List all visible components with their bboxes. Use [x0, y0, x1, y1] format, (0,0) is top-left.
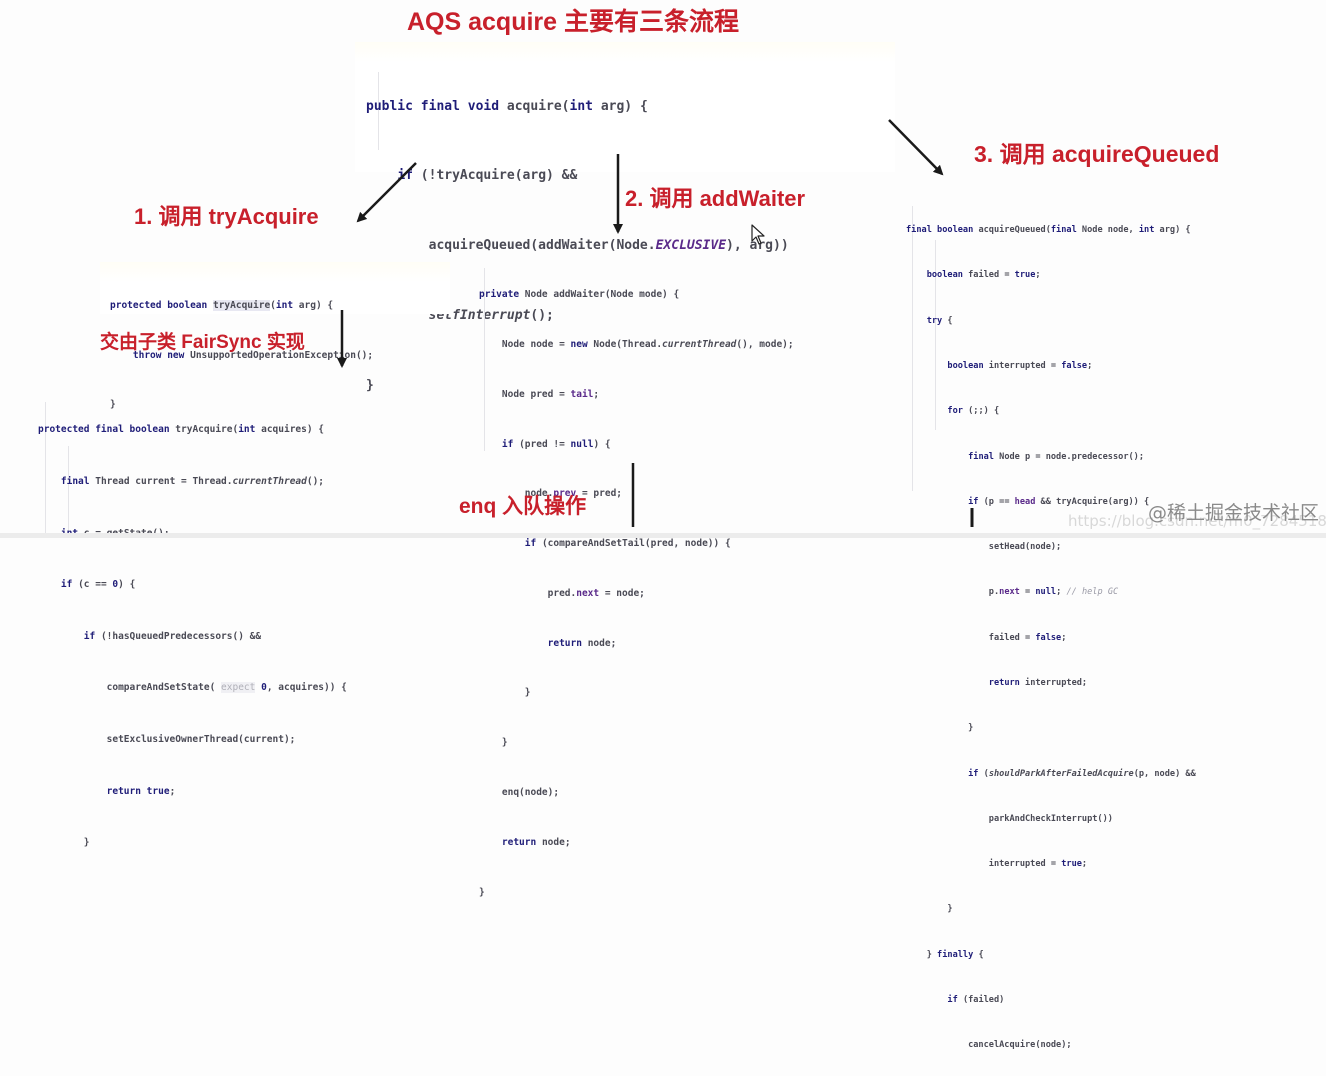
code-line: protected boolean tryAcquire(int arg) {	[110, 300, 334, 311]
code-line: node.prev = pred;	[479, 488, 623, 500]
code-line: Node pred = tail;	[479, 388, 600, 400]
code-line: if (c == 0) {	[60, 579, 136, 591]
code-line: }	[906, 904, 953, 915]
code-line: setExclusiveOwnerThread(current);	[38, 734, 296, 746]
code-line: acquireQueued(addWaiter(Node.EXCLUSIVE),…	[366, 238, 789, 254]
slide-title: AQS acquire 主要有三条流程	[407, 8, 739, 36]
code-line: if (pred != null) {	[501, 438, 611, 450]
code-line: }	[479, 886, 485, 898]
step2-sub-label: enq 入队操作	[459, 495, 587, 518]
flow-arrows	[337, 119, 974, 527]
code-line: enq(node);	[479, 787, 560, 798]
code-line: }	[479, 687, 531, 699]
acquire-code-box	[355, 42, 895, 172]
code-line: return node;	[501, 836, 571, 848]
acquire-code: public final void acquire(int arg) { if …	[366, 48, 789, 421]
code-line: protected final boolean tryAcquire(int a…	[38, 424, 325, 436]
step3-label: 3. 调用 acquireQueued	[974, 141, 1220, 167]
code-line: } finally {	[906, 949, 984, 960]
code-line: if (compareAndSetTail(pred, node)) {	[524, 538, 731, 550]
code-line: selfInterrupt();	[428, 308, 554, 324]
code-line: if (p == head && tryAcquire(arg)) {	[968, 496, 1150, 507]
code-line: }	[366, 378, 374, 394]
code-line: final boolean acquireQueued(final Node n…	[906, 225, 1191, 236]
code-line: private Node addWaiter(Node mode) {	[479, 289, 680, 301]
arrow-to-step3	[888, 119, 944, 176]
code-line: failed = false;	[906, 632, 1067, 643]
code-line: parkAndCheckInterrupt())	[906, 813, 1113, 824]
watermark-site: @稀土掘金技术社区	[1148, 502, 1320, 524]
code-line: }	[38, 837, 90, 849]
code-line: boolean interrupted = false;	[947, 361, 1093, 372]
code-line: }	[110, 399, 116, 410]
code-line: throw new UnsupportedOperationException(…	[132, 349, 374, 361]
code-line: return true;	[106, 785, 176, 797]
bottom-bar	[0, 533, 1326, 538]
code-line: }	[479, 737, 508, 749]
code-line: if (!hasQueuedPredecessors() &&	[83, 630, 262, 642]
code-line: p.next = null; // help GC	[906, 587, 1119, 598]
code-line: interrupted = true;	[906, 859, 1088, 870]
mouse-cursor-icon	[751, 224, 765, 245]
watermark-url: https://blog.csdn.net/m0_72845185465	[1068, 512, 1326, 530]
code-line: public final void acquire(int arg) {	[366, 98, 648, 114]
step2-label: 2. 调用 addWaiter	[625, 186, 806, 211]
step1-label: 1. 调用 tryAcquire	[134, 204, 319, 229]
code-line: final Node p = node.predecessor();	[968, 451, 1145, 462]
code-line: if (failed)	[947, 994, 1005, 1005]
code-line: return interrupted;	[988, 678, 1088, 688]
code-line: final Thread current = Thread.currentThr…	[60, 476, 325, 488]
code-line: return node;	[547, 637, 617, 649]
code-line: if (shouldParkAfterFailedAcquire(p, node…	[968, 768, 1196, 779]
code-line: try {	[926, 315, 953, 326]
code-line: Node node = new Node(Thread.currentThrea…	[479, 338, 794, 350]
try-acquire-base-box	[100, 262, 450, 314]
code-line: cancelAcquire(node);	[906, 1040, 1072, 1051]
code-line: pred.next = node;	[479, 587, 645, 599]
try-acquire-base-code: protected boolean tryAcquire(int arg) { …	[110, 265, 373, 430]
step1-sub-label: 交由子类 FairSync 实现	[100, 332, 305, 353]
code-line: if (!tryAcquire(arg) &&	[397, 168, 578, 184]
code-line: for (;;) {	[947, 406, 1000, 417]
code-line: }	[906, 723, 974, 734]
code-line: setHead(node);	[906, 542, 1062, 553]
code-line: compareAndSetState( expect 0, acquires))…	[38, 682, 347, 694]
arrow-to-step1	[356, 162, 417, 223]
code-line: boolean failed = true;	[926, 270, 1041, 281]
